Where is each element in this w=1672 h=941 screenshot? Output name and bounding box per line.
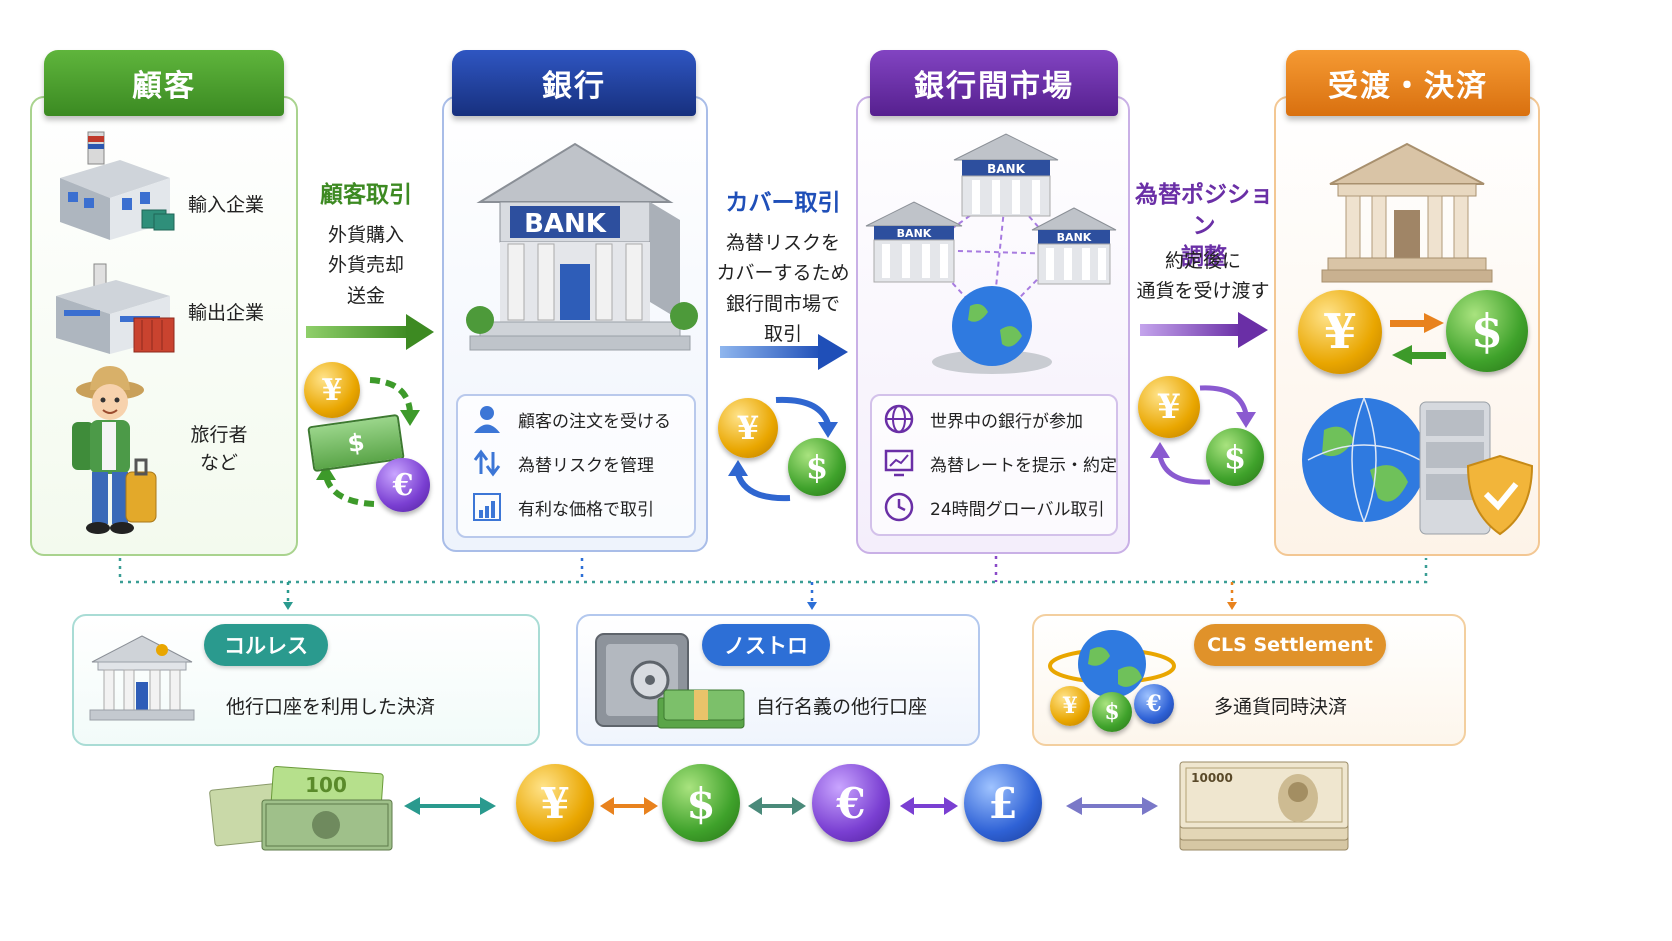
method-desc-correspondent: 他行口座を利用した決済 — [226, 696, 436, 718]
currency-arrow-3 — [748, 797, 806, 815]
banknote-usd-value: 100 — [305, 773, 347, 797]
currency-arrow-2 — [600, 797, 658, 815]
method-pill-nostro: ノストロ — [702, 624, 830, 666]
euro-coin-icon: € — [1134, 684, 1174, 724]
globe-icon — [882, 402, 916, 436]
market-info-row-2: 為替レートを提示・約定 — [882, 446, 1117, 480]
market-info-row-3: 24時間グローバル取引 — [882, 490, 1104, 524]
bank-info-row-2: 為替リスクを管理 — [470, 446, 654, 480]
customer-trade-arrow — [306, 314, 434, 350]
currency-arrow-5 — [1066, 797, 1158, 815]
market-info-row-1: 世界中の銀行が参加 — [882, 402, 1083, 436]
method-desc-nostro: 自行名義の他行口座 — [756, 696, 928, 718]
up-down-arrows-icon — [470, 446, 504, 480]
dollar-coin-icon: $ — [788, 438, 846, 496]
globe-server-shield-icon — [1302, 397, 1534, 536]
dollar-coin-icon: $ — [1092, 692, 1132, 732]
safe-icon — [595, 633, 745, 729]
bank-header: 銀行 — [452, 50, 696, 116]
factory-import-icon — [60, 131, 175, 240]
chart-icon — [470, 490, 504, 524]
method-pill-correspondent: コルレス — [204, 624, 328, 666]
yen-coin-icon: ¥ — [718, 398, 778, 458]
clock-icon — [882, 490, 916, 524]
factory-export-icon — [56, 263, 175, 354]
market-bank-sign-1: BANK — [987, 162, 1025, 176]
bank-info-text-1: 顧客の注文を受ける — [518, 411, 671, 432]
dollar-coin-icon: $ — [662, 764, 740, 842]
dollar-coin-icon: $ — [1206, 428, 1264, 486]
method-desc-cls: 多通貨同時決済 — [1214, 696, 1348, 718]
pound-coin-icon: £ — [964, 764, 1042, 842]
jpy-banknotes-icon: 10000 — [1179, 761, 1349, 851]
position-adjust-arrow — [1140, 312, 1268, 348]
usd-eur-banknotes-icon: 100 — [209, 765, 393, 851]
bank-sign: BANK — [524, 209, 607, 239]
cover-trade-title: カバー取引 — [725, 190, 841, 216]
monitor-chart-icon — [882, 446, 916, 480]
currency-arrow-1 — [404, 797, 496, 815]
market-info-text-2: 為替レートを提示・約定 — [930, 455, 1117, 476]
market-bank-sign-2: BANK — [897, 227, 932, 240]
position-adjust-title: 為替ポジション 調整 — [1135, 182, 1273, 271]
cls-globe-coins-icon — [1048, 630, 1176, 698]
yen-coin-icon: ¥ — [1298, 290, 1382, 374]
bank-info-text-2: 為替リスクを管理 — [518, 455, 654, 476]
market-bank-sign-3: BANK — [1057, 231, 1092, 244]
customer-header: 顧客 — [44, 50, 284, 116]
traveler-icon — [72, 366, 157, 534]
person-icon — [470, 402, 504, 436]
cover-exchange-arrows-icon — [728, 396, 838, 502]
cover-trade-text: 為替リスクを カバーするため 銀行間市場で 取引 — [716, 232, 850, 346]
bank-info-row-3: 有利な価格で取引 — [470, 490, 654, 524]
bank-building-icon: BANK — [466, 142, 698, 351]
position-exchange-arrows-icon — [1150, 385, 1256, 485]
customer-traveler-label: 旅行者 など — [190, 424, 248, 474]
market-header: 銀行間市場 — [870, 50, 1118, 116]
yen-coin-icon: ¥ — [516, 764, 594, 842]
euro-coin-icon: € — [376, 458, 430, 512]
position-adjust-text: 約定後に 通貨を受け渡す — [1136, 250, 1270, 303]
currency-arrow-4 — [900, 797, 958, 815]
customer-trade-text: 外貨購入 外貨売却 送金 — [327, 224, 404, 307]
banknote-jpy-value: 10000 — [1191, 771, 1233, 785]
euro-coin-icon: € — [812, 764, 890, 842]
swap-arrows-icon — [1390, 313, 1446, 365]
method-pill-cls: CLS Settlement — [1194, 624, 1386, 666]
yen-coin-icon: ¥ — [1050, 686, 1090, 726]
interbank-network-icon: BANK BANK BANK — [865, 133, 1117, 374]
exchange-arrows-icon — [316, 377, 420, 507]
customer-trade-title: 顧客取引 — [320, 182, 412, 208]
bank-info-row-1: 顧客の注文を受ける — [470, 402, 671, 436]
bank-info-box — [456, 394, 696, 538]
dollar-coin-icon: $ — [1446, 290, 1528, 372]
customer-import-label: 輸入企業 — [188, 194, 265, 216]
market-info-text-3: 24時間グローバル取引 — [930, 499, 1105, 520]
customer-export-label: 輸出企業 — [188, 302, 265, 324]
settlement-header: 受渡・決済 — [1286, 50, 1530, 116]
yen-coin-icon: ¥ — [304, 362, 360, 418]
cover-trade-arrow — [720, 334, 848, 370]
settlement-bank-icon — [1321, 142, 1493, 283]
bank-info-text-3: 有利な価格で取引 — [518, 499, 654, 520]
correspondent-bank-icon — [89, 635, 195, 721]
market-info-text-1: 世界中の銀行が参加 — [930, 411, 1083, 432]
yen-coin-icon: ¥ — [1138, 376, 1200, 438]
